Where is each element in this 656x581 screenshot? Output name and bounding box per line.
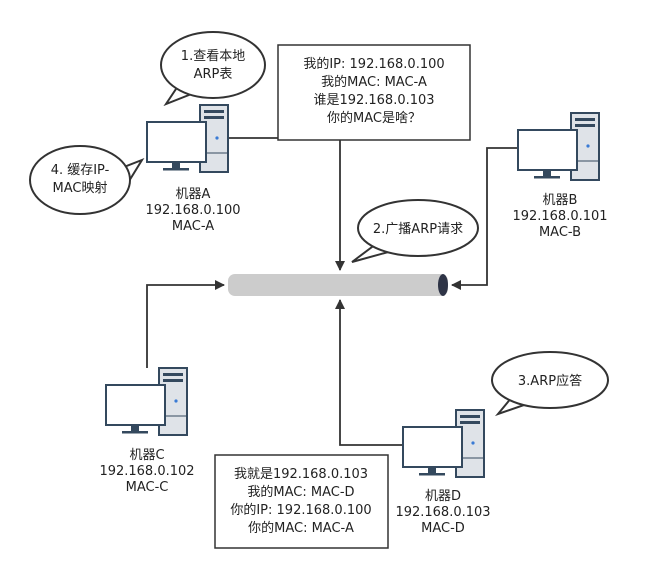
bubble-text: 2.广播ARP请求 <box>373 222 463 237</box>
reply-line: 你的IP: 192.168.0.100 <box>230 502 371 518</box>
computer-b-icon <box>517 112 600 181</box>
reply-line: 我就是192.168.0.103 <box>234 467 368 482</box>
request-line: 你的MAC是啥？ <box>327 110 421 126</box>
request-line: 我的IP: 192.168.0.100 <box>303 56 444 72</box>
machine-b-ip: 192.168.0.101 <box>512 209 607 224</box>
machine-d-ip: 192.168.0.103 <box>395 505 490 520</box>
computer-a-icon <box>146 104 229 173</box>
request-line: 谁是192.168.0.103 <box>313 93 434 108</box>
machine-d-name: 机器D <box>425 489 461 504</box>
machine-c-name: 机器C <box>129 448 164 463</box>
machine-a-name: 机器A <box>176 187 211 202</box>
arp-reply-box: 我就是192.168.0.103 我的MAC: MAC-D 你的IP: 192.… <box>214 454 389 549</box>
link-b <box>451 147 518 290</box>
machine-a-ip: 192.168.0.100 <box>145 203 240 218</box>
machine-b-mac: MAC-B <box>539 225 581 240</box>
reply-line: 我的MAC: MAC-D <box>247 484 354 500</box>
request-line: 我的MAC: MAC-A <box>321 74 427 90</box>
link-a <box>228 137 345 271</box>
bubble-step2: 2.广播ARP请求 <box>351 199 479 263</box>
computer-c-icon <box>105 367 188 436</box>
bubble-text: 4. 缓存IP- <box>51 163 110 178</box>
bubble-step1: 1.查看本地 ARP表 <box>160 31 266 107</box>
bubble-text: 1.查看本地 <box>181 48 245 64</box>
link-c <box>146 280 225 368</box>
bubble-text: MAC映射 <box>53 180 108 196</box>
machine-c-ip: 192.168.0.102 <box>99 464 194 479</box>
machine-a-mac: MAC-A <box>172 219 214 234</box>
machine-b-name: 机器B <box>543 193 578 208</box>
arp-request-box: 我的IP: 192.168.0.100 我的MAC: MAC-A 谁是192.1… <box>277 44 471 141</box>
machine-c-mac: MAC-C <box>126 480 169 495</box>
computer-d-icon <box>402 409 485 478</box>
bubble-text: ARP表 <box>194 67 233 82</box>
network-bus <box>228 274 448 296</box>
reply-line: 你的MAC: MAC-A <box>248 520 354 536</box>
bubble-step3: 3.ARP应答 <box>491 351 609 417</box>
bubble-text: 3.ARP应答 <box>518 373 582 389</box>
bubble-step4: 4. 缓存IP- MAC映射 <box>29 145 145 215</box>
machine-d-mac: MAC-D <box>421 521 465 536</box>
link-d <box>335 299 403 446</box>
